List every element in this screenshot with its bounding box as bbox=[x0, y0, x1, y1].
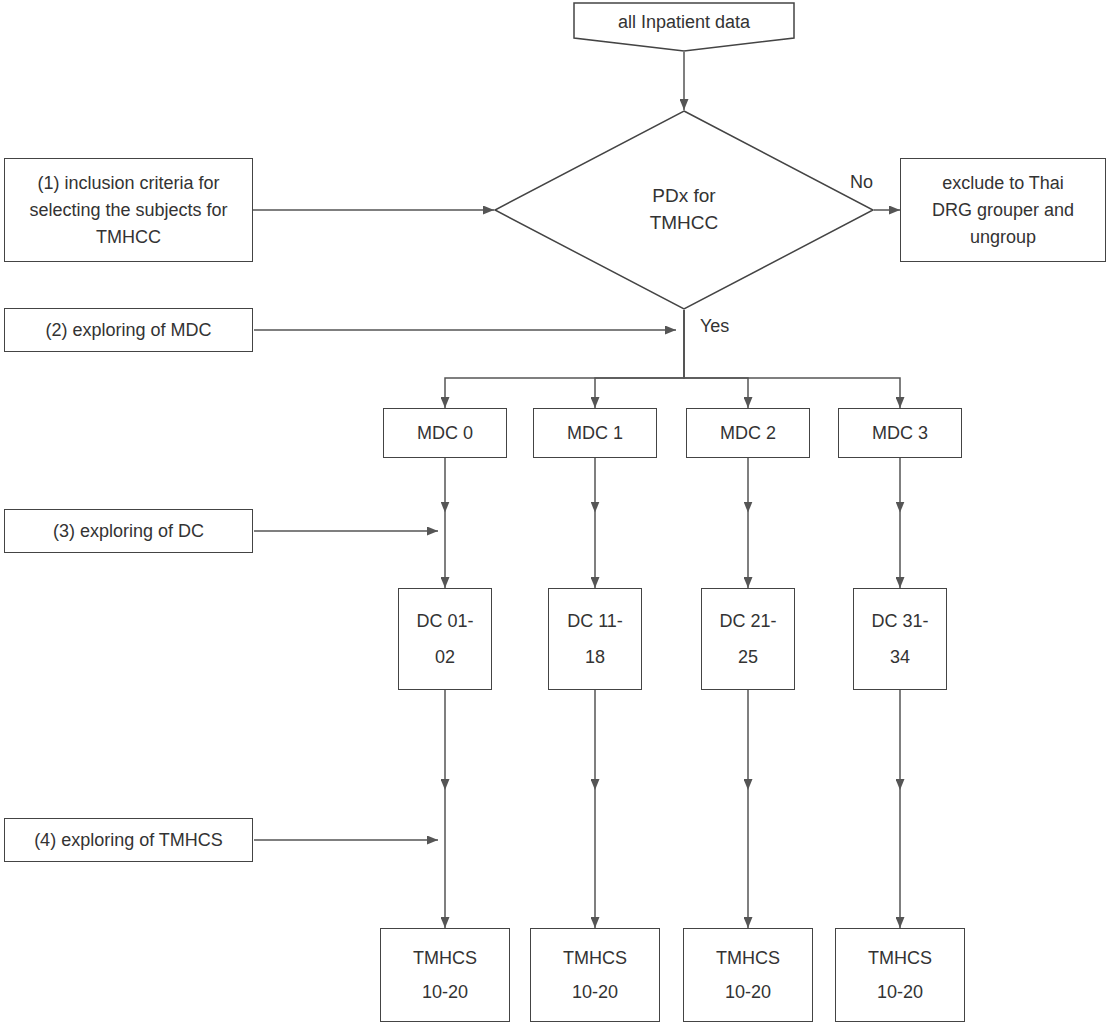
flow-arrow bbox=[899, 458, 901, 588]
pointer-arrows bbox=[254, 330, 676, 840]
step-box: (1) inclusion criteria for selecting the… bbox=[4, 158, 253, 262]
exclude-box: exclude to Thai DRG grouper and ungroup bbox=[900, 158, 1106, 262]
branch-label: Yes bbox=[698, 316, 731, 337]
node-text: all Inpatient data bbox=[618, 11, 750, 34]
node-text: MDC 3 bbox=[872, 422, 928, 445]
flow-arrow bbox=[595, 310, 684, 408]
edge-group bbox=[253, 52, 900, 928]
mdc-box: MDC 3 bbox=[838, 408, 962, 458]
tmhcs-box: TMHCS 10-20 bbox=[380, 928, 510, 1022]
flow-arrow bbox=[594, 690, 596, 928]
pointer-arrow bbox=[254, 530, 438, 532]
node-text: exclude to Thai DRG grouper and ungroup bbox=[921, 170, 1086, 251]
start-box: all Inpatient data bbox=[573, 2, 795, 52]
node-text: MDC 2 bbox=[720, 422, 776, 445]
dc-box: DC 21-25 bbox=[701, 588, 795, 690]
pointer-arrow bbox=[254, 329, 676, 331]
pointer-arrow bbox=[254, 839, 438, 841]
mdc-box: MDC 1 bbox=[533, 408, 657, 458]
node-text: DC 11-18 bbox=[564, 603, 626, 675]
node-text: DC 01-02 bbox=[414, 603, 476, 675]
node-text: DC 31-34 bbox=[869, 603, 931, 675]
flow-arrow bbox=[444, 690, 446, 928]
flow-arrow bbox=[253, 209, 494, 211]
node-text: (3) exploring of DC bbox=[53, 520, 204, 543]
tmhcs-box: TMHCS 10-20 bbox=[683, 928, 813, 1022]
node-text: TMHCS 10-20 bbox=[708, 941, 788, 1009]
flow-arrow bbox=[747, 458, 749, 588]
shape-outline bbox=[574, 3, 794, 51]
flow-arrow bbox=[747, 690, 749, 928]
step-box: (4) exploring of TMHCS bbox=[4, 818, 253, 862]
shape-outline bbox=[495, 111, 873, 309]
step-box: (3) exploring of DC bbox=[4, 509, 253, 553]
dc-box: DC 01-02 bbox=[398, 588, 492, 690]
decision-diamond: PDx for TMHCC bbox=[494, 110, 874, 310]
flow-arrow bbox=[444, 458, 446, 588]
flow-arrow bbox=[899, 690, 901, 928]
flow-arrow bbox=[594, 458, 596, 588]
dc-box: DC 31-34 bbox=[853, 588, 947, 690]
flow-arrow bbox=[683, 52, 685, 110]
node-text: TMHCS 10-20 bbox=[405, 941, 485, 1009]
dc-box: DC 11-18 bbox=[548, 588, 642, 690]
node-text: (1) inclusion criteria for selecting the… bbox=[15, 170, 243, 251]
diamond-outline bbox=[494, 110, 874, 310]
flow-arrow bbox=[445, 310, 684, 408]
step-box: (2) exploring of MDC bbox=[4, 308, 253, 352]
mdc-box: MDC 2 bbox=[686, 408, 810, 458]
node-text: TMHCS 10-20 bbox=[555, 941, 635, 1009]
node-text: TMHCS 10-20 bbox=[860, 941, 940, 1009]
node-text: DC 21-25 bbox=[717, 603, 779, 675]
flow-arrow bbox=[874, 209, 900, 211]
mdc-box: MDC 0 bbox=[383, 408, 507, 458]
flow-arrow bbox=[684, 310, 748, 408]
node-text: MDC 1 bbox=[567, 422, 623, 445]
node-text: (2) exploring of MDC bbox=[45, 319, 211, 342]
branch-label: No bbox=[848, 172, 875, 193]
node-text: PDx for TMHCC bbox=[634, 183, 734, 236]
node-text: (4) exploring of TMHCS bbox=[34, 829, 223, 852]
node-text: MDC 0 bbox=[417, 422, 473, 445]
flow-arrow bbox=[684, 310, 900, 408]
tmhcs-box: TMHCS 10-20 bbox=[835, 928, 965, 1022]
tmhcs-box: TMHCS 10-20 bbox=[530, 928, 660, 1022]
